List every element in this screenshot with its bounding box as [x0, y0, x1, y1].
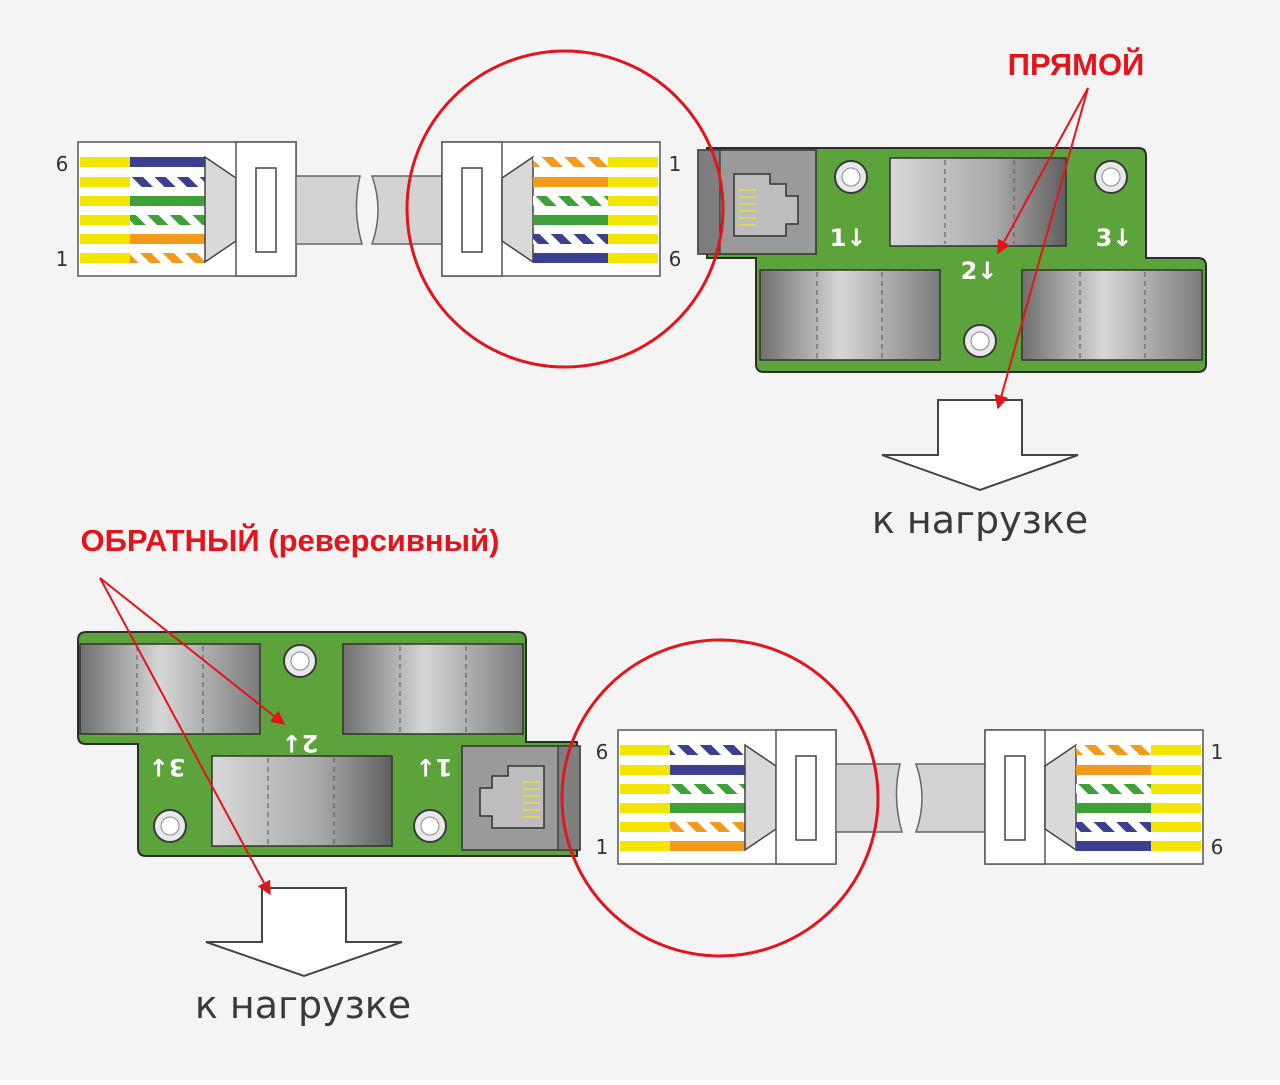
top-highlight-circle [405, 49, 725, 369]
bottom-board-port-1-label: 1↓ [416, 753, 453, 781]
pin-label-top-left-lower: 1 [56, 247, 69, 271]
bottom-board-terminal-1 [342, 643, 524, 735]
bottom-board-port-2-label: 2↓ [282, 729, 319, 757]
bottom-left-plug-wires [620, 745, 745, 851]
bottom-load-label: к нагрузке [195, 983, 411, 1027]
pin-label-top-right-lower: 6 [669, 247, 682, 271]
top-board-terminal-1 [889, 157, 1067, 247]
pin-label-bottom-right-upper: 1 [1211, 740, 1224, 764]
bottom-board: 2↓ 3↓ 1↓ [77, 631, 581, 857]
top-board: 1↓ 2↓ 3↓ [697, 147, 1207, 373]
bottom-board-port-3-label: 3↓ [149, 753, 186, 781]
direct-arrow-load [994, 87, 1089, 410]
pin-label-top-right-upper: 1 [669, 152, 682, 176]
direct-label: ПРЯМОЙ [1008, 46, 1145, 82]
pin-label-bottom-right-lower: 6 [1211, 835, 1224, 859]
top-left-plug-wires [80, 157, 205, 263]
top-board-port-1-label: 1↓ [830, 224, 867, 252]
top-right-plug [441, 141, 661, 277]
pin-label-bottom-left-lower: 1 [596, 835, 609, 859]
bottom-right-plug [984, 729, 1204, 865]
pin-label-top-left-upper: 6 [56, 152, 69, 176]
top-cable [295, 175, 443, 245]
top-board-terminal-3 [1021, 269, 1203, 361]
bottom-left-plug [617, 729, 837, 865]
top-board-port-2-label: 2↓ [961, 257, 998, 285]
bottom-right-plug-wires [1076, 745, 1201, 851]
bottom-cable [835, 763, 986, 833]
direct-arrow-port-2 [997, 87, 1089, 255]
top-load-label: к нагрузке [872, 498, 1088, 542]
down-arrow-icon [881, 399, 1079, 492]
top-left-plug [77, 141, 297, 277]
top-board-socket [697, 149, 817, 255]
bottom-highlight-circle [560, 638, 880, 958]
bottom-board-terminal-2 [211, 755, 393, 847]
down-arrow-icon [205, 887, 403, 978]
reverse-arrow-port-2 [99, 577, 286, 725]
reverse-label: ОБРАТНЫЙ (реверсивный) [80, 522, 499, 558]
pin-label-bottom-left-upper: 6 [596, 740, 609, 764]
top-board-port-3-label: 3↓ [1096, 224, 1133, 252]
top-right-plug-wires [533, 157, 658, 263]
bottom-board-terminal-3 [79, 643, 261, 735]
top-board-terminal-2 [759, 269, 941, 361]
reverse-arrow-load [99, 577, 271, 896]
